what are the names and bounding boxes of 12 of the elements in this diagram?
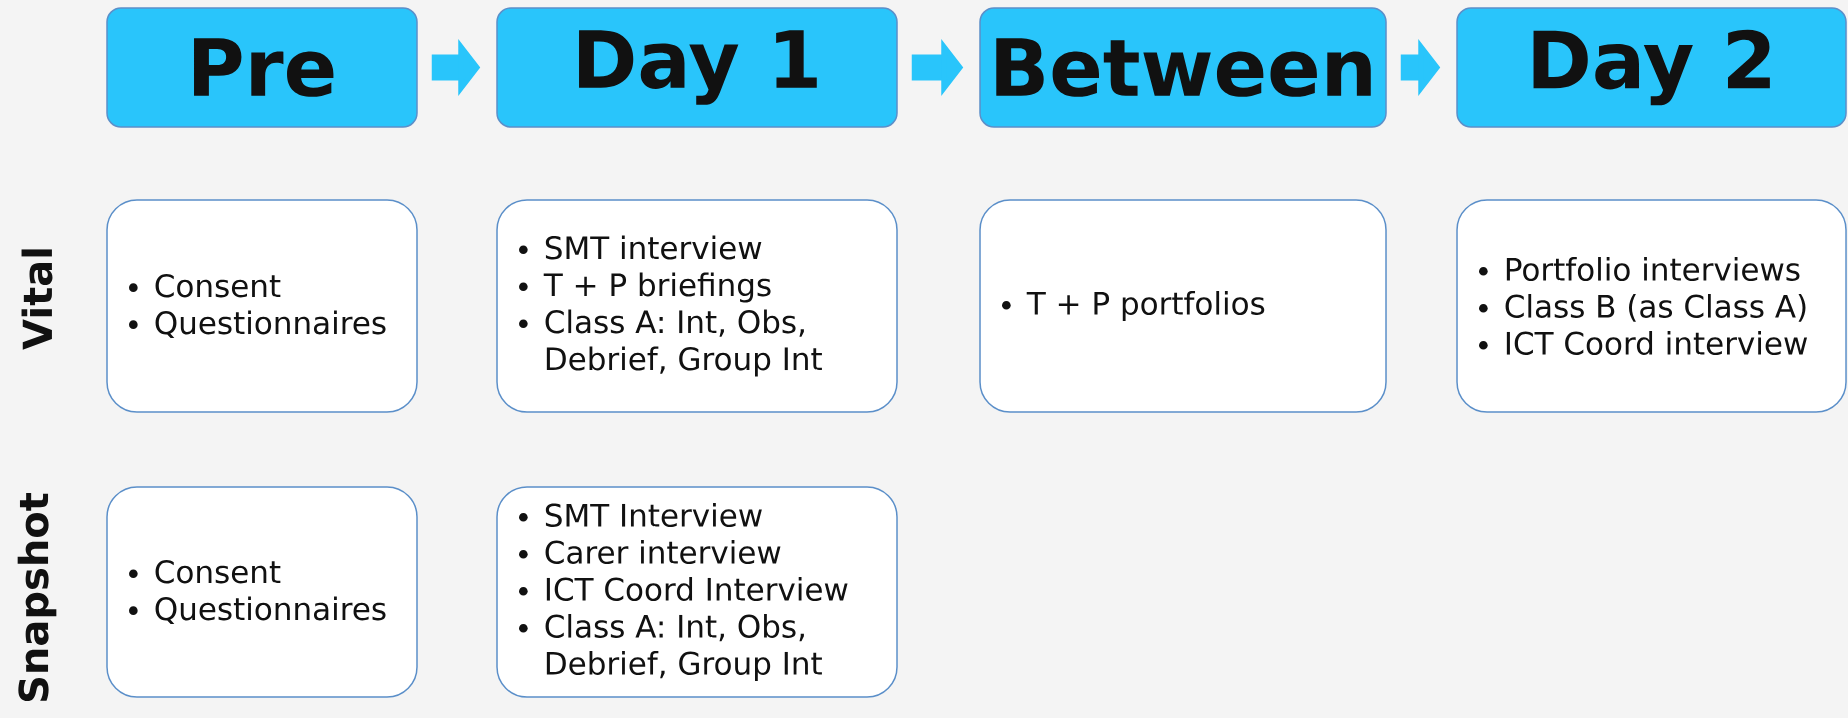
activity-box: Consent Questionnaires (106, 486, 418, 698)
row-label: Snapshot (17, 493, 57, 702)
stage-header: Day 2 (1456, 7, 1847, 128)
row-label: Vital (21, 249, 53, 350)
activity-box: SMT interview T + P briefings Class A: Int, Obs, Debrief, Group Int (496, 199, 898, 413)
activity-box: T + P portfolios (979, 199, 1387, 413)
stage-header: Day 1 (496, 7, 898, 128)
stage-header: Between (979, 7, 1387, 128)
activity-box: Portfolio interviews Class B (as Class A) ICT Coord interview (1456, 199, 1847, 413)
activity-box: Consent Questionnaires (106, 199, 418, 413)
stage-header: Pre (106, 7, 418, 128)
activity-box: SMT Interview Carer interview ICT Coord Interview Class A: Int, Obs, Debrief, Group Int (496, 486, 898, 698)
